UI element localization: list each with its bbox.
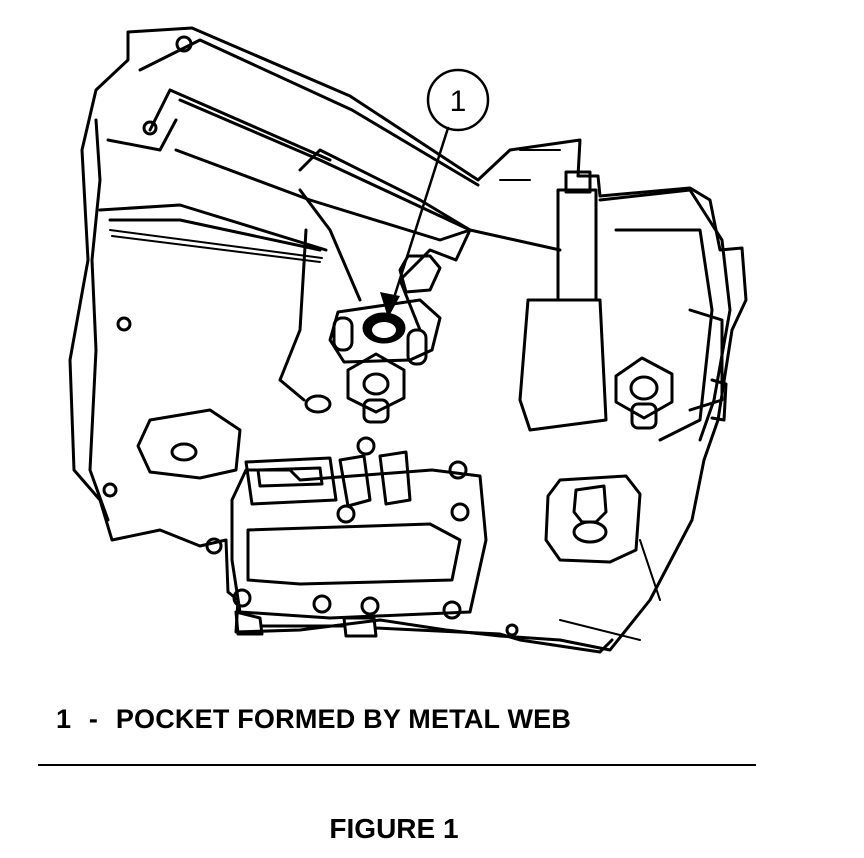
pad-hole (170, 442, 198, 462)
right-fitting (614, 356, 674, 420)
top-rib-inner (148, 88, 472, 242)
legend-number: 1 (56, 704, 72, 734)
bolt (450, 502, 470, 522)
output-shaft (556, 170, 598, 302)
legend-text: POCKET FORMED BY METAL WEB (115, 704, 572, 734)
hex-fitting (346, 352, 406, 414)
bolt (360, 596, 380, 616)
left-pad (136, 408, 242, 480)
boss-right (406, 328, 428, 366)
rail-hole (505, 623, 519, 637)
shaft-boss (518, 298, 608, 432)
bolt (232, 588, 252, 608)
center-web (278, 148, 472, 402)
bolt-hole (175, 35, 193, 53)
right-fitting-stem (630, 402, 658, 430)
divider (38, 764, 756, 766)
bolt-hole (116, 316, 132, 332)
right-tab (710, 378, 728, 422)
bolt (356, 436, 376, 456)
bolt-hole (102, 482, 118, 498)
right-fitting-core (629, 375, 659, 401)
sensor-pocket (544, 474, 642, 564)
callout-1-number: 1 (450, 85, 467, 118)
bolt (312, 594, 332, 614)
left-flange (88, 118, 328, 522)
bolt (448, 460, 468, 480)
sensor (572, 484, 608, 524)
callout-1-arrowhead (380, 292, 400, 318)
case-outline (68, 26, 748, 652)
bell-housing (598, 188, 732, 442)
bolt-hole (205, 537, 223, 555)
bolt-hole (142, 120, 158, 136)
shading-lines (109, 149, 661, 641)
connector (244, 456, 338, 506)
valve-cover (230, 468, 488, 620)
boss-top (398, 254, 442, 294)
solenoid-tube (338, 450, 412, 508)
callout-1-leader (390, 126, 450, 306)
bolt (442, 600, 462, 620)
bottom-rail (234, 610, 614, 654)
pocket-highlight (372, 322, 396, 338)
web-hole (304, 394, 332, 414)
sensor-base (572, 520, 608, 544)
figure-caption: FIGURE 1 (329, 813, 459, 844)
legend-item-1: 1 - POCKET FORMED BY METAL WEB (56, 704, 571, 735)
hex-fitting-core (362, 372, 390, 396)
transmission-illustration: 1 (68, 26, 748, 654)
bolt (336, 504, 356, 524)
valve-cover-inner (246, 522, 462, 586)
callout-1-bubble (426, 68, 490, 132)
boss-cluster (328, 298, 442, 364)
legend-separator: - (88, 704, 99, 734)
fitting-stem (362, 398, 390, 424)
top-rib (138, 38, 562, 252)
boss-left (332, 316, 354, 352)
